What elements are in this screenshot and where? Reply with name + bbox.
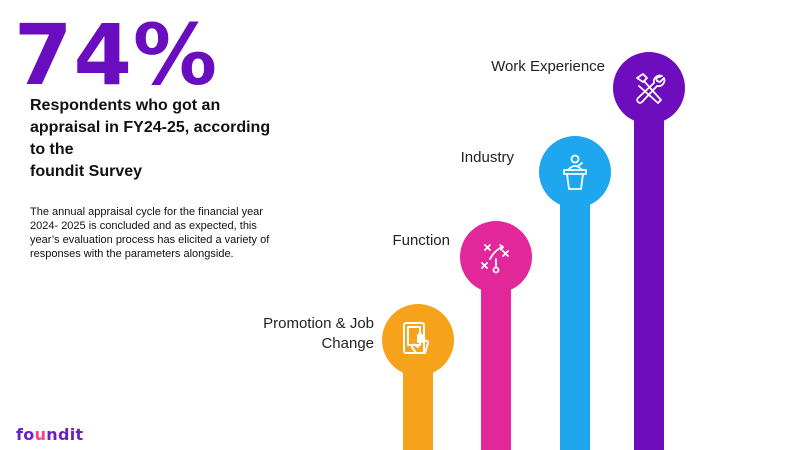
parameter-label-work-experience: Work Experience [491,58,605,75]
tools-icon [636,73,666,104]
headline-stat: 74% [14,6,219,104]
parameter-circle-work-experience [613,52,685,124]
foundit-logo: foundit [16,425,84,444]
subtitle-line: to the [30,141,74,158]
parameter-circle-function [460,221,532,293]
tablet-touch-icon [403,322,429,354]
subtitle-line: foundit Survey [30,163,143,180]
subtitle-line: Respondents who got an [30,97,221,114]
podium-speaker-icon [563,154,587,190]
description-text: The annual appraisal cycle for the finan… [30,206,270,260]
parameter-bar-industry [560,172,590,450]
parameter-circle-promotion [382,304,454,376]
strategy-icon [481,244,509,274]
headline-subtitle: Respondents who got an appraisal in FY24… [30,95,280,183]
parameter-circle-industry [539,136,611,208]
parameter-bar-work-experience [634,90,664,450]
parameter-label-promotion: Promotion & Job Change [263,315,374,352]
subtitle-line: appraisal in FY24-25, according [30,119,271,136]
parameter-label-industry: Industry [460,149,514,166]
parameter-label-function: Function [392,232,450,249]
